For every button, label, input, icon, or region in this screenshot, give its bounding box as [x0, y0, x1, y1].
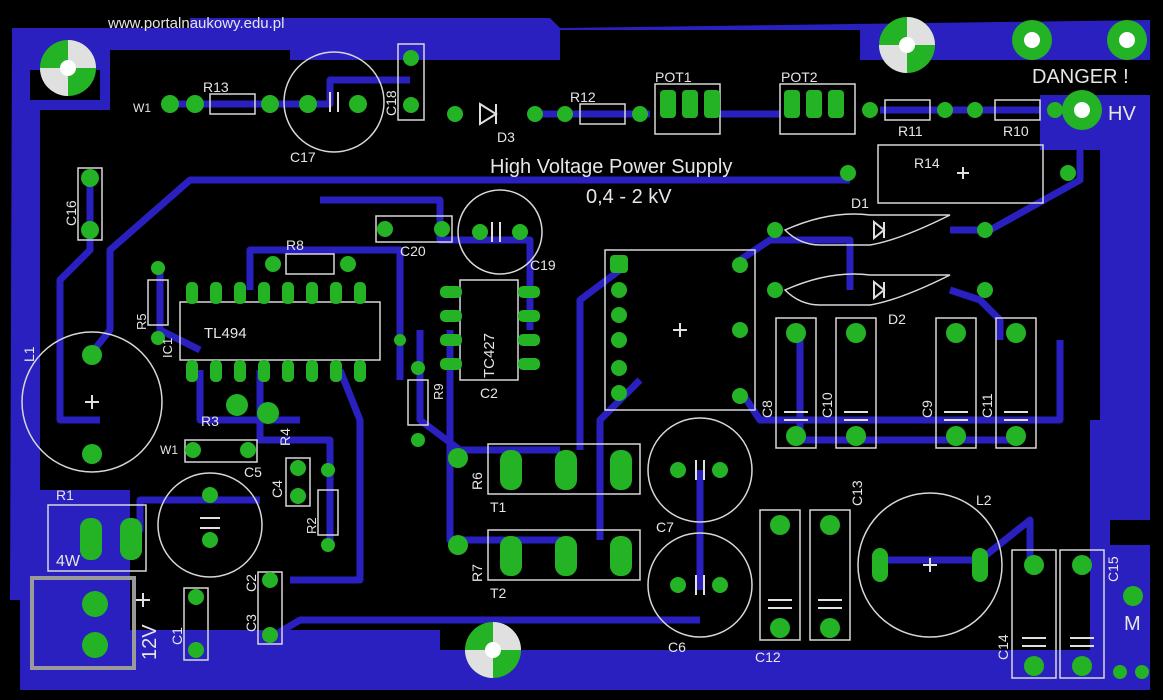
label-c1: C1 [169, 627, 185, 645]
label-r1: R1 [56, 487, 74, 503]
label-r13: R13 [203, 79, 229, 95]
symbol-layer [85, 92, 1094, 647]
ic1-label: IC1 [160, 338, 175, 358]
label-c12: C12 [755, 649, 781, 665]
label-c9: C9 [919, 400, 935, 418]
label-r7: R7 [469, 564, 485, 582]
label-t2: T2 [490, 585, 507, 601]
label-c10: C10 [819, 392, 835, 418]
label-d2: D2 [888, 311, 906, 327]
mounting-holes [40, 17, 1147, 678]
label-t1: T1 [490, 499, 507, 515]
hv-terminal [1062, 90, 1102, 130]
w1-label-bottom: W1 [160, 443, 178, 457]
label-d1: D1 [851, 195, 869, 211]
w1-label-top: W1 [133, 101, 151, 115]
label-r3: R3 [201, 413, 219, 429]
label-pot1: POT1 [655, 69, 692, 85]
label-r4: R4 [277, 428, 293, 446]
label-r2: R2 [304, 517, 319, 534]
label-r5: R5 [134, 313, 149, 330]
label-c8: C8 [759, 400, 775, 418]
label-c2-bottom: C2 [243, 574, 259, 592]
label-r6: R6 [469, 472, 485, 490]
mount-hole-top-mid [879, 17, 935, 73]
label-c18: C18 [383, 90, 399, 116]
mount-hole-right-1 [1012, 20, 1052, 60]
label-c3: C3 [243, 614, 259, 632]
label-c20: C20 [400, 243, 426, 259]
label-c11: C11 [979, 393, 995, 418]
label-d3: D3 [497, 129, 515, 145]
label-r12: R12 [570, 89, 596, 105]
label-c19: C19 [530, 257, 556, 273]
hv-label: HV [1108, 103, 1136, 125]
label-c4: C4 [269, 480, 285, 498]
label-c7: C7 [656, 519, 674, 535]
mount-hole-right-2 [1107, 20, 1147, 60]
label-c16: C16 [63, 200, 79, 226]
label-l1: L1 [21, 346, 37, 362]
label-c15: C15 [1105, 556, 1121, 582]
r1-power-label: 4W [56, 553, 81, 570]
label-r8: R8 [286, 237, 304, 253]
danger-label: DANGER ! [1032, 66, 1129, 88]
label-c5: C5 [244, 464, 262, 480]
label-r9: R9 [431, 383, 446, 400]
label-l2: L2 [976, 492, 992, 508]
label-c13: C13 [849, 480, 865, 506]
silkscreen-text: www.portalnaukowy.edu.pl www.portalnauko… [21, 15, 1141, 665]
ic2-label: TC427 [481, 333, 498, 378]
label-pot2: POT2 [781, 69, 818, 85]
m-label: M [1124, 613, 1141, 635]
watermark-mirrored: www.portalnaukowy.edu.pl [598, 30, 858, 55]
label-c14: C14 [995, 634, 1011, 660]
label-r10: R10 [1003, 123, 1029, 139]
label-r11: R11 [898, 123, 923, 139]
label-c17: C17 [290, 149, 316, 165]
board-title: High Voltage Power Supply [490, 156, 732, 178]
ic-tl494-label: TL494 [204, 325, 247, 342]
pads-layer [80, 50, 1149, 679]
label-r14: R14 [914, 155, 940, 171]
input-voltage-label: 12V [139, 624, 161, 660]
mount-hole-bottom [465, 622, 521, 678]
silkscreen-layer [21, 30, 1105, 679]
label-c6: C6 [668, 639, 686, 655]
mount-hole-top-left [40, 40, 96, 96]
voltage-range: 0,4 - 2 kV [586, 186, 672, 208]
label-c2: C2 [480, 385, 498, 401]
watermark-top: www.portalnaukowy.edu.pl [107, 15, 284, 32]
